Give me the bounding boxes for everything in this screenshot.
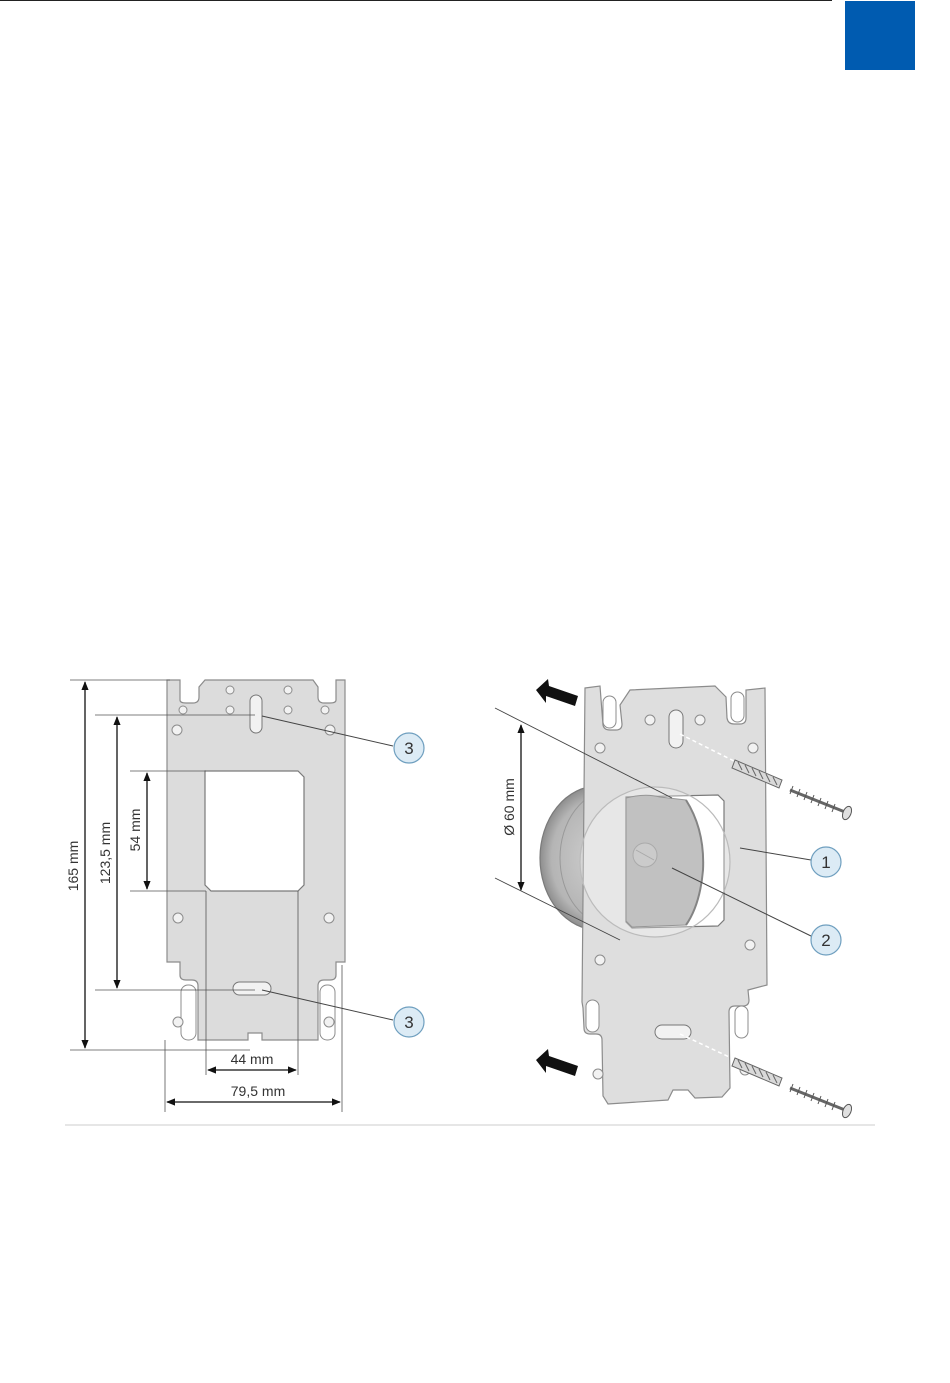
right-plate-drawing: Ø 60 mm 1 [495,679,853,1119]
wall-plug-icon [732,1058,782,1086]
dim-label-opening-width: 44 mm [231,1051,274,1067]
dim-label-hole-spacing: 123,5 mm [97,822,113,884]
dim-label-box-diameter: Ø 60 mm [501,778,517,836]
left-plate-drawing: 165 mm 123,5 mm 54 mm 44 mm 79,5 mm 3 3 [65,680,424,1112]
callout-number: 1 [821,853,830,872]
callout-number: 2 [821,931,830,950]
left-plate-slot [181,985,196,1040]
screw-icon [790,786,853,821]
right-plate-slot [603,696,616,728]
right-plate-slot [731,692,744,722]
screw-icon [790,1084,853,1119]
dim-label-height-total: 165 mm [65,841,81,892]
left-bottom-slot-hole [233,982,271,995]
left-top-slot-hole [250,695,262,733]
right-bottom-slot-hole [655,1025,691,1039]
diameter-highlight-circle [580,787,730,937]
dim-label-plate-width: 79,5 mm [231,1083,285,1099]
dim-label-opening-height: 54 mm [127,809,143,852]
right-plate-slot [586,1000,599,1032]
callout-number: 3 [404,1013,413,1032]
push-arrow-icon [536,1049,578,1076]
callout-number: 3 [404,739,413,758]
right-plate-slot [735,1006,748,1038]
left-plate-slot [320,985,335,1040]
left-plate-opening [205,771,304,891]
right-top-slot-hole [669,710,683,748]
push-arrow-icon [536,679,578,706]
